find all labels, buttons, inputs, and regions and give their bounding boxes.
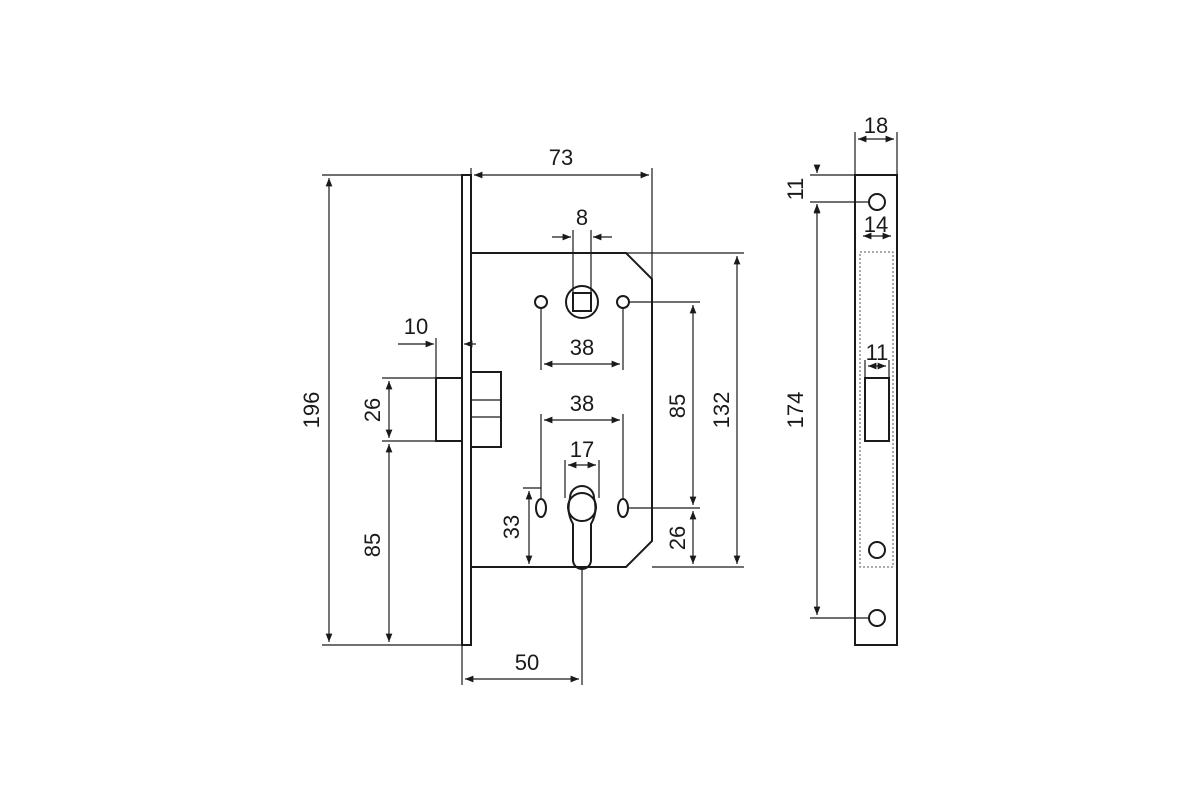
dim-left-85: 85: [360, 444, 393, 642]
dim-left-85-label: 85: [360, 533, 385, 557]
spindle-hub: [565, 285, 599, 319]
side-faceplate: [854, 174, 898, 646]
dim-17: 17: [564, 437, 600, 498]
dim-latch-26-label: 26: [360, 398, 385, 422]
dim-right-26-label: 26: [665, 526, 690, 550]
side-middle-hole: [868, 541, 886, 559]
dim-132-label: 132: [709, 392, 734, 429]
dim-196: 196: [299, 174, 462, 646]
dim-73-label: 73: [549, 145, 573, 170]
dim-right-85: 85: [629, 301, 700, 509]
dim-right-26: 26: [652, 511, 744, 568]
dim-73: 73: [470, 145, 653, 279]
dim-upper-38-label: 38: [570, 335, 594, 360]
dim-10-label: 10: [404, 314, 428, 339]
dim-upper-38: 38: [540, 308, 624, 370]
dim-lower-38-label: 38: [570, 391, 594, 416]
dim-196-label: 196: [299, 392, 324, 429]
side-bottom-hole: [868, 609, 886, 627]
dim-top-11-label: 11: [783, 178, 808, 201]
dim-slot-11: 11: [864, 340, 890, 378]
cylinder-inner: [567, 492, 597, 522]
side-latch-slot: [864, 377, 890, 442]
dim-14-label: 14: [864, 212, 888, 237]
front-view: 196 73 8 38 38: [299, 145, 744, 685]
latch-bolt: [435, 371, 502, 448]
dim-17-label: 17: [570, 437, 594, 462]
dim-33-label: 33: [499, 515, 524, 539]
dim-18-label: 18: [864, 113, 888, 138]
dim-slot-11-label: 11: [866, 340, 889, 365]
dim-174: 174: [783, 205, 869, 619]
side-top-hole: [868, 193, 886, 211]
side-view: 18 11 14 11 174: [783, 113, 898, 646]
dim-18: 18: [854, 113, 898, 175]
dim-top-11: 11: [783, 164, 869, 213]
dim-latch-26: 26: [360, 377, 436, 442]
dim-lower-38: 38: [540, 391, 624, 499]
dim-50: 50: [461, 569, 583, 685]
dim-174-label: 174: [783, 392, 808, 429]
dim-132: 132: [626, 252, 744, 564]
cylinder-cutout: [567, 485, 597, 570]
dim-33: 33: [499, 487, 560, 568]
dim-8-label: 8: [576, 205, 588, 230]
dim-14: 14: [863, 212, 891, 240]
faceplate: [461, 174, 472, 646]
dim-8: 8: [552, 205, 612, 293]
dim-50-label: 50: [515, 650, 539, 675]
dim-right-85-label: 85: [665, 394, 690, 418]
dim-10: 10: [398, 314, 476, 378]
side-inner-outline: [859, 251, 894, 568]
